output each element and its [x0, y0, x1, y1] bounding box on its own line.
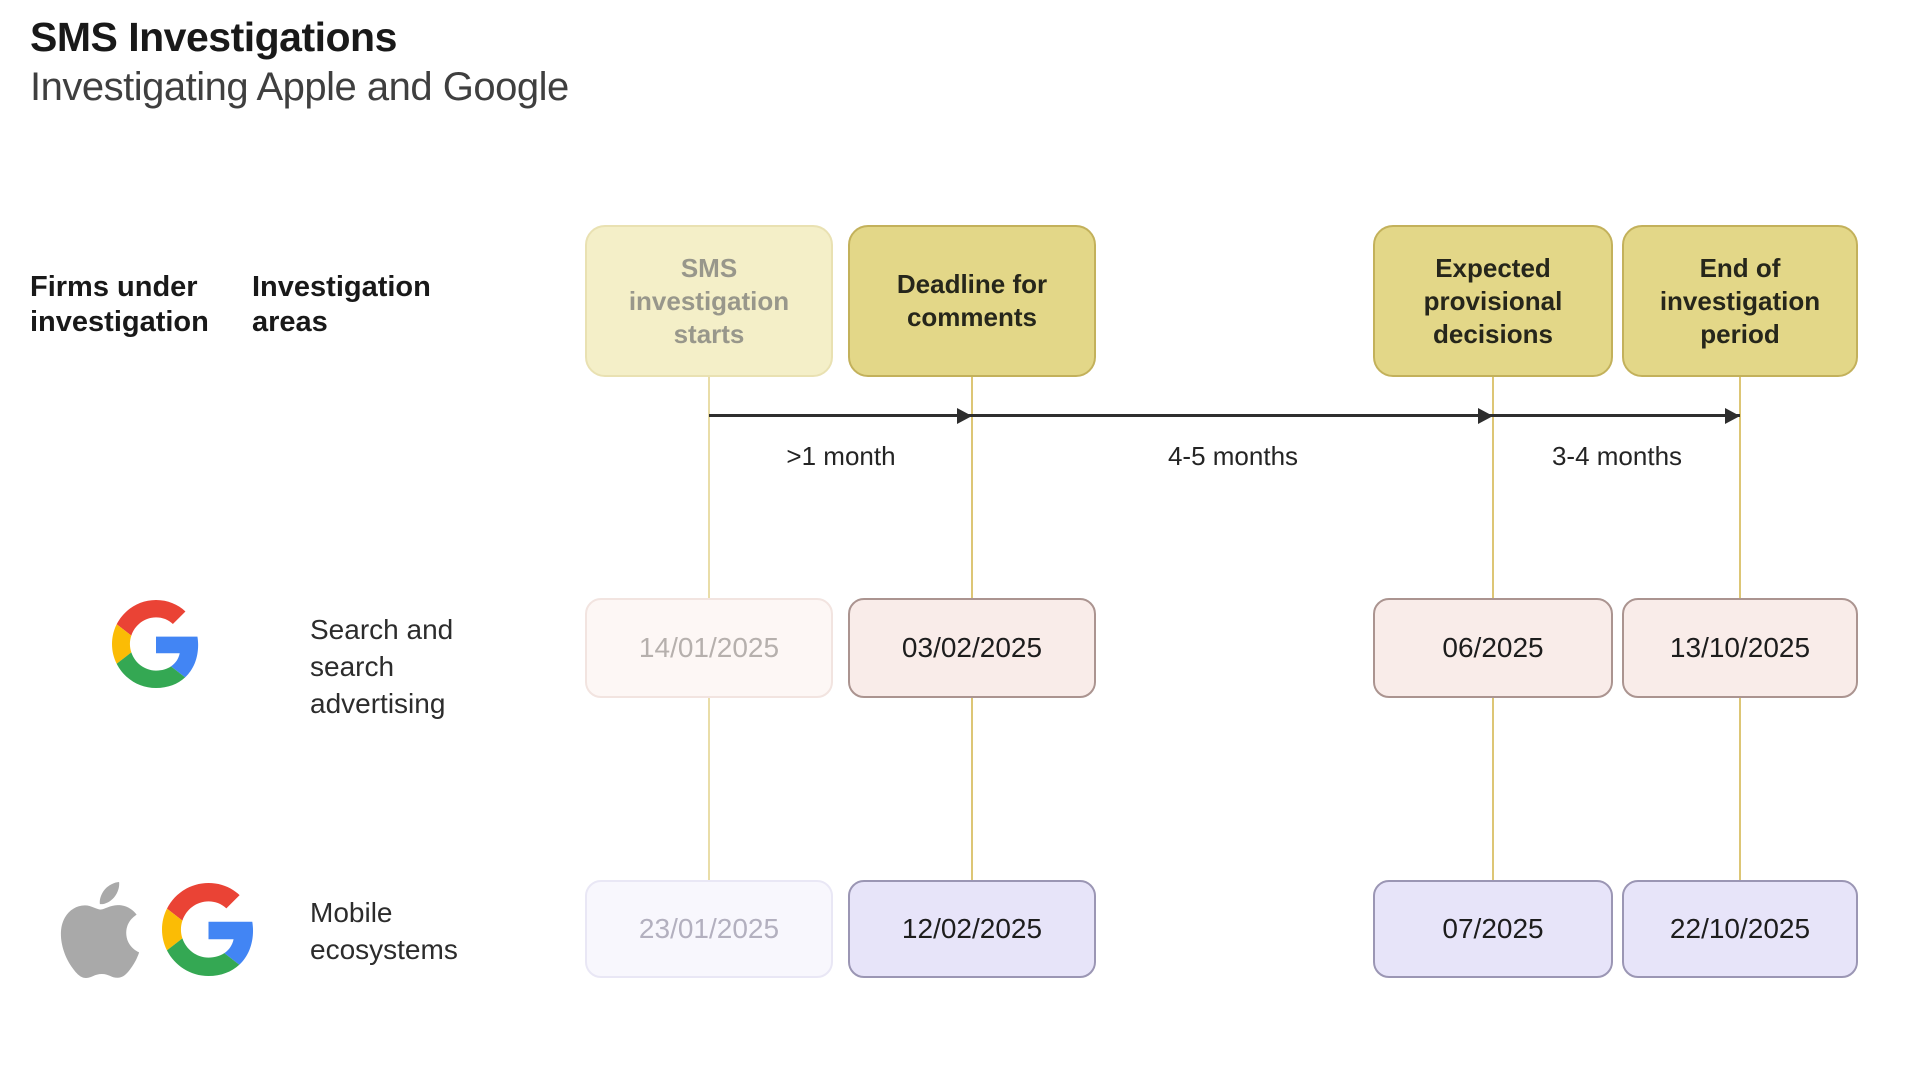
date-value: 13/10/2025	[1669, 632, 1811, 663]
stage-label: Deadline for comments	[896, 269, 1048, 332]
duration-label-1: >1 month	[786, 441, 896, 471]
page-title: SMS Investigations	[30, 14, 397, 60]
date-box: 07/2025	[1373, 880, 1613, 978]
date-box: 12/02/2025	[848, 880, 1096, 978]
date-value: 22/10/2025	[1669, 913, 1811, 944]
date-box: 23/01/2025	[585, 880, 833, 978]
date-value: 23/01/2025	[638, 913, 780, 944]
date-value: 12/02/2025	[901, 913, 1043, 944]
date-box: 22/10/2025	[1622, 880, 1858, 978]
area-label-mobile: Mobile ecosystems	[310, 897, 458, 965]
stage-label: SMS investigation starts	[628, 252, 790, 349]
date-value: 07/2025	[1442, 913, 1544, 944]
date-value: 03/02/2025	[901, 632, 1043, 663]
duration-label-3: 3-4 months	[1551, 441, 1683, 471]
date-value: 06/2025	[1442, 632, 1544, 663]
arrowhead-icon	[1725, 408, 1740, 424]
column-header-firms: Firms under investigation	[30, 271, 209, 338]
date-box: 06/2025	[1373, 598, 1613, 698]
page-subtitle: Investigating Apple and Google	[30, 65, 569, 109]
stage-box-expected-provisional-decisions: Expected provisional decisions	[1373, 225, 1613, 377]
stage-label: End of investigation period	[1659, 252, 1821, 349]
area-label-search: Search and search advertising	[310, 614, 454, 719]
google-logo-icon	[112, 600, 200, 693]
date-box: 14/01/2025	[585, 598, 833, 698]
stage-box-deadline-for-comments: Deadline for comments	[848, 225, 1096, 377]
duration-label-2: 4-5 months	[1167, 441, 1299, 471]
column-header-areas: Investigation areas	[252, 271, 431, 338]
date-box: 03/02/2025	[848, 598, 1096, 698]
arrowhead-icon	[957, 408, 972, 424]
apple-logo-icon	[52, 882, 148, 983]
timeline-arrow-line	[709, 414, 1740, 417]
google-logo-icon	[162, 883, 255, 981]
stage-box-sms-investigation-starts: SMS investigation starts	[585, 225, 833, 377]
arrowhead-icon	[1478, 408, 1493, 424]
stage-label: Expected provisional decisions	[1423, 252, 1563, 349]
stage-box-end-of-investigation-period: End of investigation period	[1622, 225, 1858, 377]
date-value: 14/01/2025	[638, 632, 780, 663]
date-box: 13/10/2025	[1622, 598, 1858, 698]
